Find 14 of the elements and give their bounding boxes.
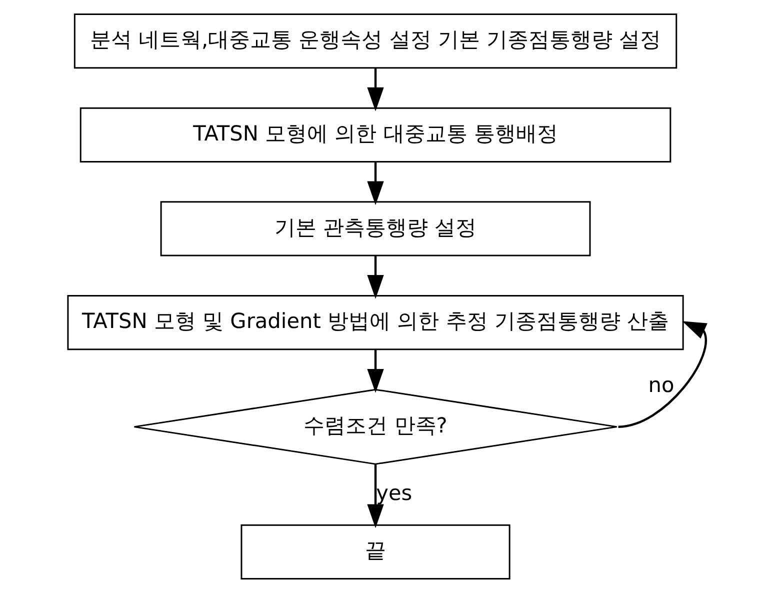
- arrow: [366, 350, 384, 393]
- edge-label: yes: [376, 481, 412, 506]
- node-box: 기본 관측통행량 설정: [160, 201, 590, 256]
- arrow: [366, 68, 384, 112]
- node-box: 분석 네트웍,대중교통 운행속성 설정 기본 기종점통행량 설정: [73, 14, 677, 69]
- node-diamond: 수렴조건 만족?: [133, 388, 618, 465]
- node-box: TATSN 모형 및 Gradient 방법에 의한 추정 기종점통행량 산출: [66, 295, 684, 350]
- node-box: TATSN 모형에 의한 대중교통 통행배정: [79, 107, 671, 162]
- arrow: [366, 162, 384, 206]
- edge-label: no: [648, 372, 674, 397]
- arrow: [366, 256, 384, 299]
- node-box: 끝: [240, 524, 510, 580]
- arrow: [618, 321, 707, 428]
- arrow: [366, 464, 384, 528]
